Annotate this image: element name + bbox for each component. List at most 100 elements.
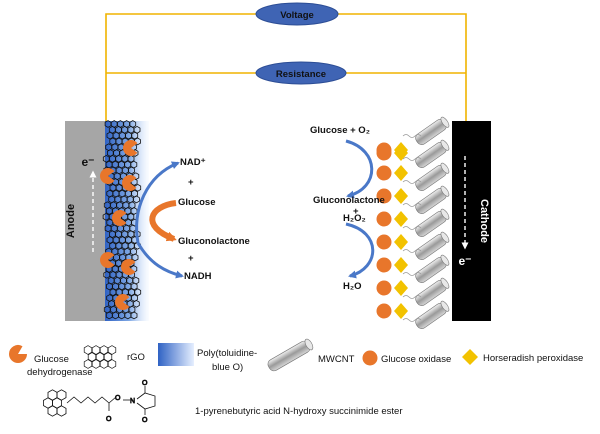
rgo-hexagon bbox=[134, 241, 141, 250]
resistance-load: Resistance bbox=[255, 61, 347, 85]
legend-hrp-icon bbox=[462, 349, 478, 365]
rgo-hexagon bbox=[133, 299, 140, 308]
mwcnt-tube bbox=[415, 139, 450, 169]
linker bbox=[402, 272, 422, 276]
linker bbox=[402, 203, 422, 207]
mwcnt-tube bbox=[415, 300, 450, 330]
h2o-label: H₂O bbox=[343, 281, 361, 292]
legend-gdh-icon bbox=[8, 344, 27, 363]
rgo-hexagon bbox=[130, 282, 138, 291]
ester-o: O bbox=[115, 395, 121, 402]
plus-label-2: + bbox=[188, 253, 194, 264]
rgo-hexagon bbox=[134, 288, 142, 297]
horseradish-peroxidase-icon bbox=[394, 257, 408, 273]
gluconolactone-label: Gluconolactone bbox=[178, 236, 250, 247]
pyrene-ring bbox=[56, 405, 67, 417]
anode-reaction-text: NAD⁺ + Glucose Gluconolactone + NADH bbox=[178, 157, 250, 282]
glucose-dehydrogenase-icon bbox=[121, 175, 137, 191]
nadh-label: NADH bbox=[184, 271, 212, 282]
rgo-hexagon bbox=[130, 207, 138, 215]
ester-bond bbox=[108, 396, 117, 404]
resistance-label: Resistance bbox=[276, 69, 326, 80]
succinimide-ring bbox=[136, 392, 156, 410]
legend-gdh-line1: Glucose bbox=[34, 354, 69, 365]
legend-rgo-icon bbox=[83, 345, 117, 369]
rgo-hexagon bbox=[91, 345, 101, 355]
linker bbox=[402, 226, 422, 230]
legend-poly-line1: Poly(toluidine- bbox=[197, 348, 257, 359]
rgo-hexagon bbox=[95, 352, 105, 362]
pyrene-ring bbox=[56, 389, 67, 401]
horseradish-peroxidase-icon bbox=[394, 303, 408, 319]
glucose-oxidase-icon bbox=[376, 188, 392, 204]
glucose-dehydrogenase-icon bbox=[100, 252, 115, 268]
glucose-dehydrogenase-icon bbox=[111, 209, 127, 226]
glucose-dehydrogenase-group bbox=[100, 140, 138, 310]
mwcnt-tube bbox=[415, 185, 450, 215]
glucose-oxidase-icon bbox=[376, 280, 392, 296]
hrp-group bbox=[394, 142, 408, 319]
rgo-hexagon bbox=[131, 131, 139, 140]
rgo-hexagon bbox=[107, 345, 117, 355]
glucose-o2-label: Glucose + O₂ bbox=[310, 125, 370, 136]
linker bbox=[402, 249, 422, 253]
circuit-wires bbox=[105, 13, 467, 121]
glucose-label: Glucose bbox=[178, 197, 216, 208]
anode-reaction-arrows bbox=[135, 161, 184, 279]
rgo-hexagon bbox=[107, 359, 117, 369]
nad-plus-label: NAD⁺ bbox=[180, 157, 206, 168]
linker bbox=[402, 318, 422, 322]
rgo-hexagon bbox=[134, 183, 142, 192]
rgo-hexagon bbox=[91, 359, 101, 369]
linker bbox=[402, 157, 422, 161]
cathode-reaction-arrows bbox=[345, 139, 375, 279]
legend-hrp-label: Horseradish peroxidase bbox=[483, 353, 583, 364]
cathode-reaction-text: Glucose + O₂ Gluconolactone + H₂O₂ H₂O bbox=[310, 125, 385, 292]
rgo-hexagon bbox=[133, 195, 140, 204]
voltage-label: Voltage bbox=[280, 10, 314, 21]
legend-gox-label: Glucose oxidase bbox=[381, 354, 451, 365]
horseradish-peroxidase-icon bbox=[394, 165, 408, 181]
mwcnt-group bbox=[402, 116, 450, 330]
rgo-hexagon bbox=[131, 253, 139, 262]
glucose-oxidase-icon bbox=[376, 145, 392, 161]
rgo-hexagon bbox=[127, 154, 135, 163]
horseradish-peroxidase-icon bbox=[394, 234, 408, 250]
glucose-dehydrogenase-icon bbox=[122, 140, 138, 156]
mwcnt-tube bbox=[415, 162, 450, 192]
rgo-hexagon bbox=[134, 137, 141, 146]
horseradish-peroxidase-icon bbox=[394, 280, 408, 296]
cathode-gluconolactone-label: Gluconolactone bbox=[313, 195, 385, 206]
glucose-oxidase-icon bbox=[376, 234, 392, 250]
pyrene-ring bbox=[47, 389, 58, 401]
glucose-oxidase-icon bbox=[376, 165, 392, 181]
voltage-source: Voltage bbox=[255, 2, 339, 26]
linker bbox=[402, 295, 422, 299]
legend-mwcnt-icon bbox=[267, 338, 314, 372]
anode-electron-label: e⁻ bbox=[81, 155, 94, 169]
horseradish-peroxidase-icon bbox=[394, 188, 408, 204]
succinimide-n: N bbox=[130, 398, 135, 405]
mwcnt-tube bbox=[415, 277, 450, 307]
cathode-electrode: e⁻ Cathode bbox=[452, 121, 491, 321]
legend-pbse-label: 1-pyrenebutyric acid N-hydroxy succinimi… bbox=[195, 406, 403, 417]
h2o2-label: H₂O₂ bbox=[343, 213, 366, 224]
cathode-plus-label: + bbox=[353, 206, 359, 217]
cathode-label: Cathode bbox=[478, 199, 490, 243]
legend-poly-line2: blue O) bbox=[212, 362, 243, 373]
horseradish-peroxidase-icon bbox=[394, 145, 408, 161]
glucose-oxidase-icon bbox=[376, 257, 392, 273]
anode-label: Anode bbox=[65, 204, 77, 238]
legend-rgo-label: rGO bbox=[127, 352, 145, 363]
glucose-oxidase-icon bbox=[376, 303, 392, 319]
cathode-electron-label: e⁻ bbox=[458, 254, 471, 268]
succinimide-o-top: O bbox=[142, 380, 148, 387]
butyric-chain bbox=[66, 396, 110, 404]
rgo-hexagon bbox=[103, 352, 113, 362]
mwcnt-tube bbox=[415, 231, 450, 261]
glucose-oxidase-icon bbox=[376, 211, 392, 227]
legend-mwcnt-label: MWCNT bbox=[318, 354, 355, 365]
glucose-dehydrogenase-icon bbox=[120, 259, 136, 275]
